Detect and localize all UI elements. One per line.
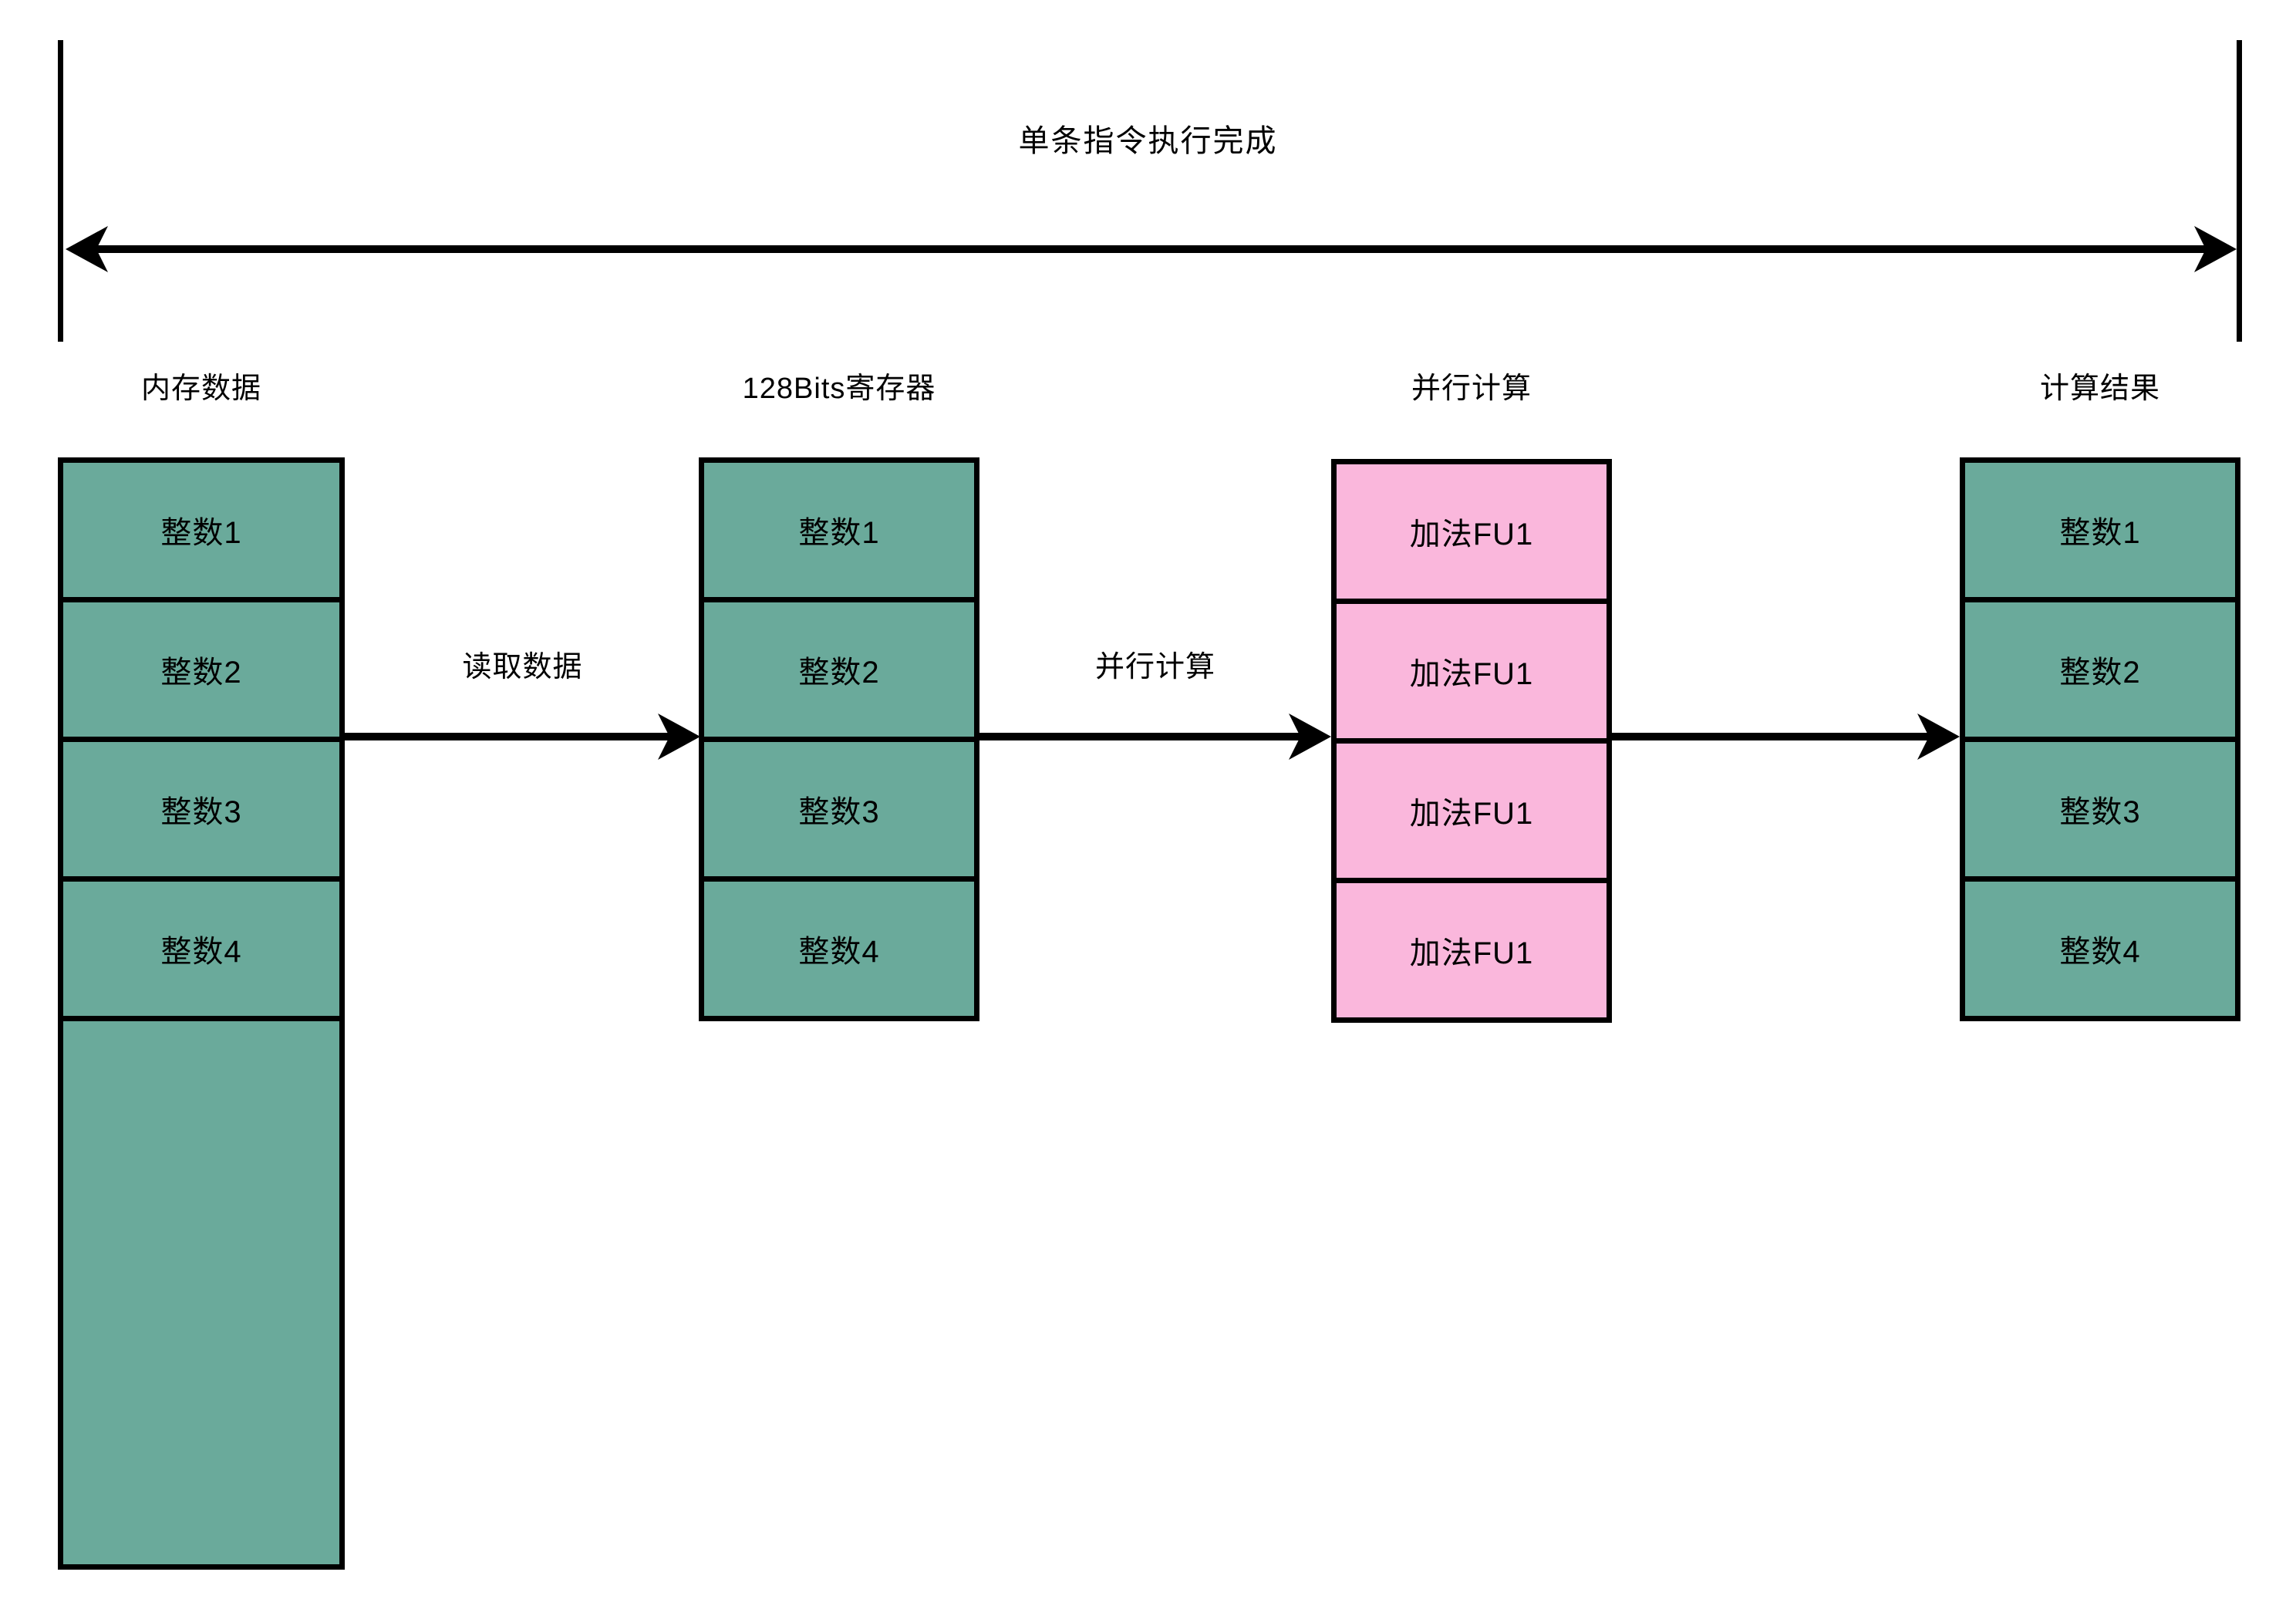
adder-fu-cell: 加法FU1 bbox=[1331, 738, 1612, 883]
memory-cell: 整数4 bbox=[58, 876, 345, 1021]
column-register: 整数1 整数2 整数3 整数4 bbox=[699, 457, 979, 1021]
read-data-arrowhead-icon bbox=[658, 713, 700, 760]
register-cell: 整数2 bbox=[699, 597, 979, 742]
memory-cell: 整数3 bbox=[58, 737, 345, 882]
result-cell: 整数4 bbox=[1960, 876, 2240, 1021]
column-header-result: 计算结果 bbox=[2039, 373, 2160, 405]
register-cell: 整数3 bbox=[699, 737, 979, 882]
column-header-memory: 内存数据 bbox=[140, 373, 261, 405]
measure-arrowhead-right-icon bbox=[2194, 226, 2237, 272]
column-header-register: 128Bits寄存器 bbox=[742, 373, 936, 405]
register-cell: 整数4 bbox=[699, 876, 979, 1021]
diagram-title: 单条指令执行完成 bbox=[1018, 124, 1278, 158]
parallel-compute-label: 并行计算 bbox=[1094, 651, 1215, 683]
read-data-label: 读取数据 bbox=[462, 651, 583, 683]
column-result: 整数1 整数2 整数3 整数4 bbox=[1960, 457, 2240, 1021]
register-cell: 整数1 bbox=[699, 457, 979, 602]
column-memory: 整数1 整数2 整数3 整数4 bbox=[58, 457, 345, 1570]
parallel-compute-arrowhead-icon bbox=[1289, 713, 1331, 760]
adder-fu-cell: 加法FU1 bbox=[1331, 878, 1612, 1023]
measure-tick-right bbox=[2237, 40, 2242, 342]
result-cell: 整数2 bbox=[1960, 597, 2240, 742]
adder-fu-cell: 加法FU1 bbox=[1331, 459, 1612, 604]
result-arrowhead-icon bbox=[1917, 713, 1960, 760]
memory-cell: 整数2 bbox=[58, 597, 345, 742]
adder-fu-cell: 加法FU1 bbox=[1331, 599, 1612, 744]
result-cell: 整数3 bbox=[1960, 737, 2240, 882]
result-cell: 整数1 bbox=[1960, 457, 2240, 602]
measure-arrowhead-left-icon bbox=[66, 226, 108, 272]
column-parallel: 加法FU1 加法FU1 加法FU1 加法FU1 bbox=[1331, 459, 1612, 1023]
memory-tail-cell bbox=[58, 1016, 345, 1570]
memory-cell: 整数1 bbox=[58, 457, 345, 602]
measure-tick-left bbox=[58, 40, 63, 342]
column-header-parallel: 并行计算 bbox=[1411, 373, 1532, 405]
